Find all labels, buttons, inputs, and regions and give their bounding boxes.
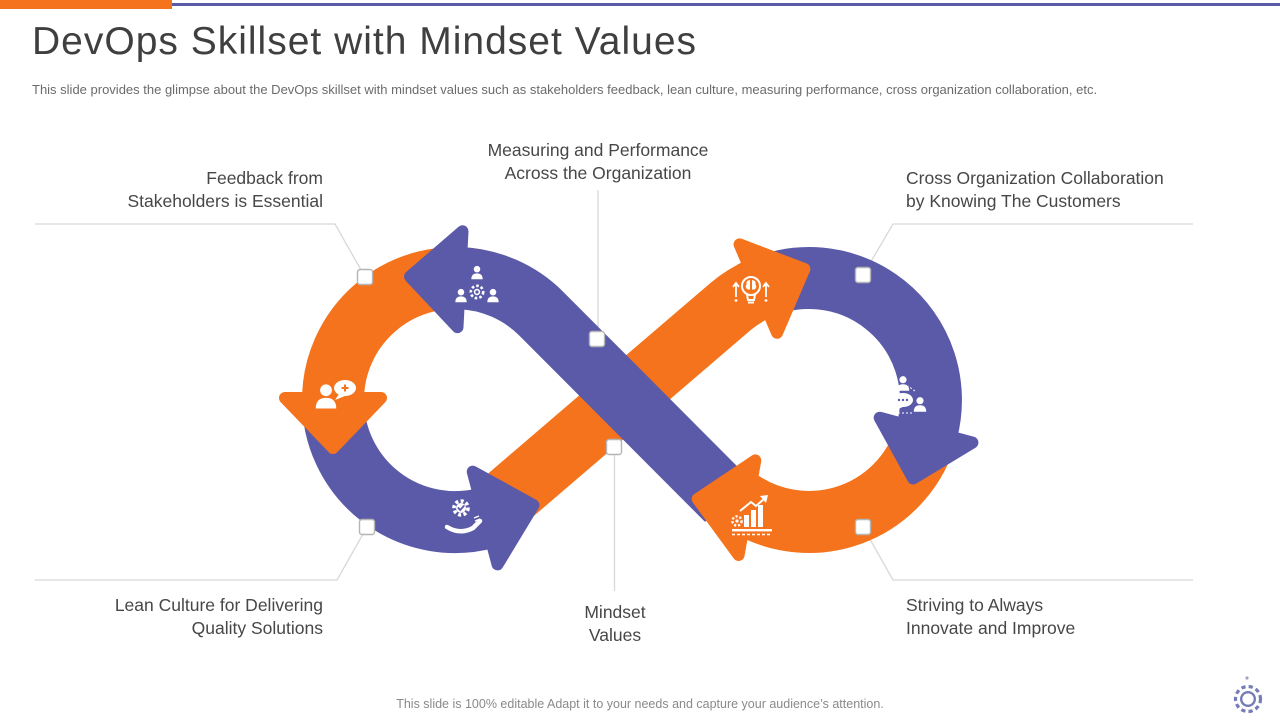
top-accent-purple-bar (172, 3, 1280, 6)
label-measuring-line2: Across the Organization (504, 163, 692, 183)
idea-brain-bulb-icon (732, 276, 770, 304)
top-accent-orange-bar (0, 0, 172, 9)
label-lean-culture-line2: Quality Solutions (191, 618, 323, 638)
connector-bottom-right (862, 526, 1193, 581)
junction-marker (854, 266, 872, 284)
settings-gear-icon (1233, 676, 1263, 714)
growth-chart-gear-icon (731, 495, 772, 536)
label-collaboration: Cross Organization Collaboration by Know… (906, 167, 1236, 213)
label-lean-culture-line1: Lean Culture for Delivering (114, 595, 323, 615)
junction-marker (588, 330, 606, 348)
junction-marker (605, 438, 623, 456)
arrow-orange-left (279, 392, 387, 454)
sparkle-dot (1245, 676, 1249, 680)
band-purple-diagonal (457, 247, 749, 522)
connector-top-right (862, 223, 1193, 276)
connector-top-left (35, 223, 366, 278)
page-title: DevOps Skillset with Mindset Values (32, 20, 698, 63)
junction-marker (854, 518, 872, 536)
people-chat-icon (879, 376, 927, 414)
label-innovate-line2: Innovate and Improve (906, 618, 1076, 638)
label-measuring-line1: Measuring and Performance (487, 140, 709, 160)
label-feedback-line2: Stakeholders is Essential (127, 191, 323, 211)
team-gear-icon (455, 265, 499, 303)
connector-bottom-left (35, 526, 368, 581)
label-collaboration-line1: Cross Organization Collaboration (906, 168, 1164, 188)
arrow-orange-top-right (733, 238, 811, 339)
label-collaboration-line2: by Knowing The Customers (906, 191, 1121, 211)
connector-lines (35, 190, 1193, 591)
label-innovate-line1: Striving to Always (906, 595, 1044, 615)
arrow-purple-right (873, 411, 979, 485)
hand-gear-check-icon (444, 499, 483, 534)
label-measuring: Measuring and Performance Across the Org… (448, 139, 748, 185)
label-lean-culture: Lean Culture for Delivering Quality Solu… (43, 594, 323, 640)
label-mindset-values: Mindset Values (515, 601, 715, 647)
label-innovate: Striving to Always Innovate and Improve (906, 594, 1206, 640)
junction-markers (356, 266, 872, 536)
label-mindset-values-line1: Mindset (584, 602, 646, 622)
junction-marker (356, 268, 374, 286)
label-mindset-values-line2: Values (588, 625, 642, 645)
arrow-purple-bottom-left (466, 465, 540, 571)
footer-note: This slide is 100% editable Adapt it to … (396, 697, 884, 711)
label-feedback-line1: Feedback from (206, 168, 323, 188)
junction-marker (358, 518, 376, 536)
feedback-person-icon (315, 380, 356, 409)
subtitle: This slide provides the glimpse about th… (32, 82, 1098, 97)
arrow-purple-top-left (404, 225, 469, 334)
label-feedback: Feedback from Stakeholders is Essential (43, 167, 323, 213)
